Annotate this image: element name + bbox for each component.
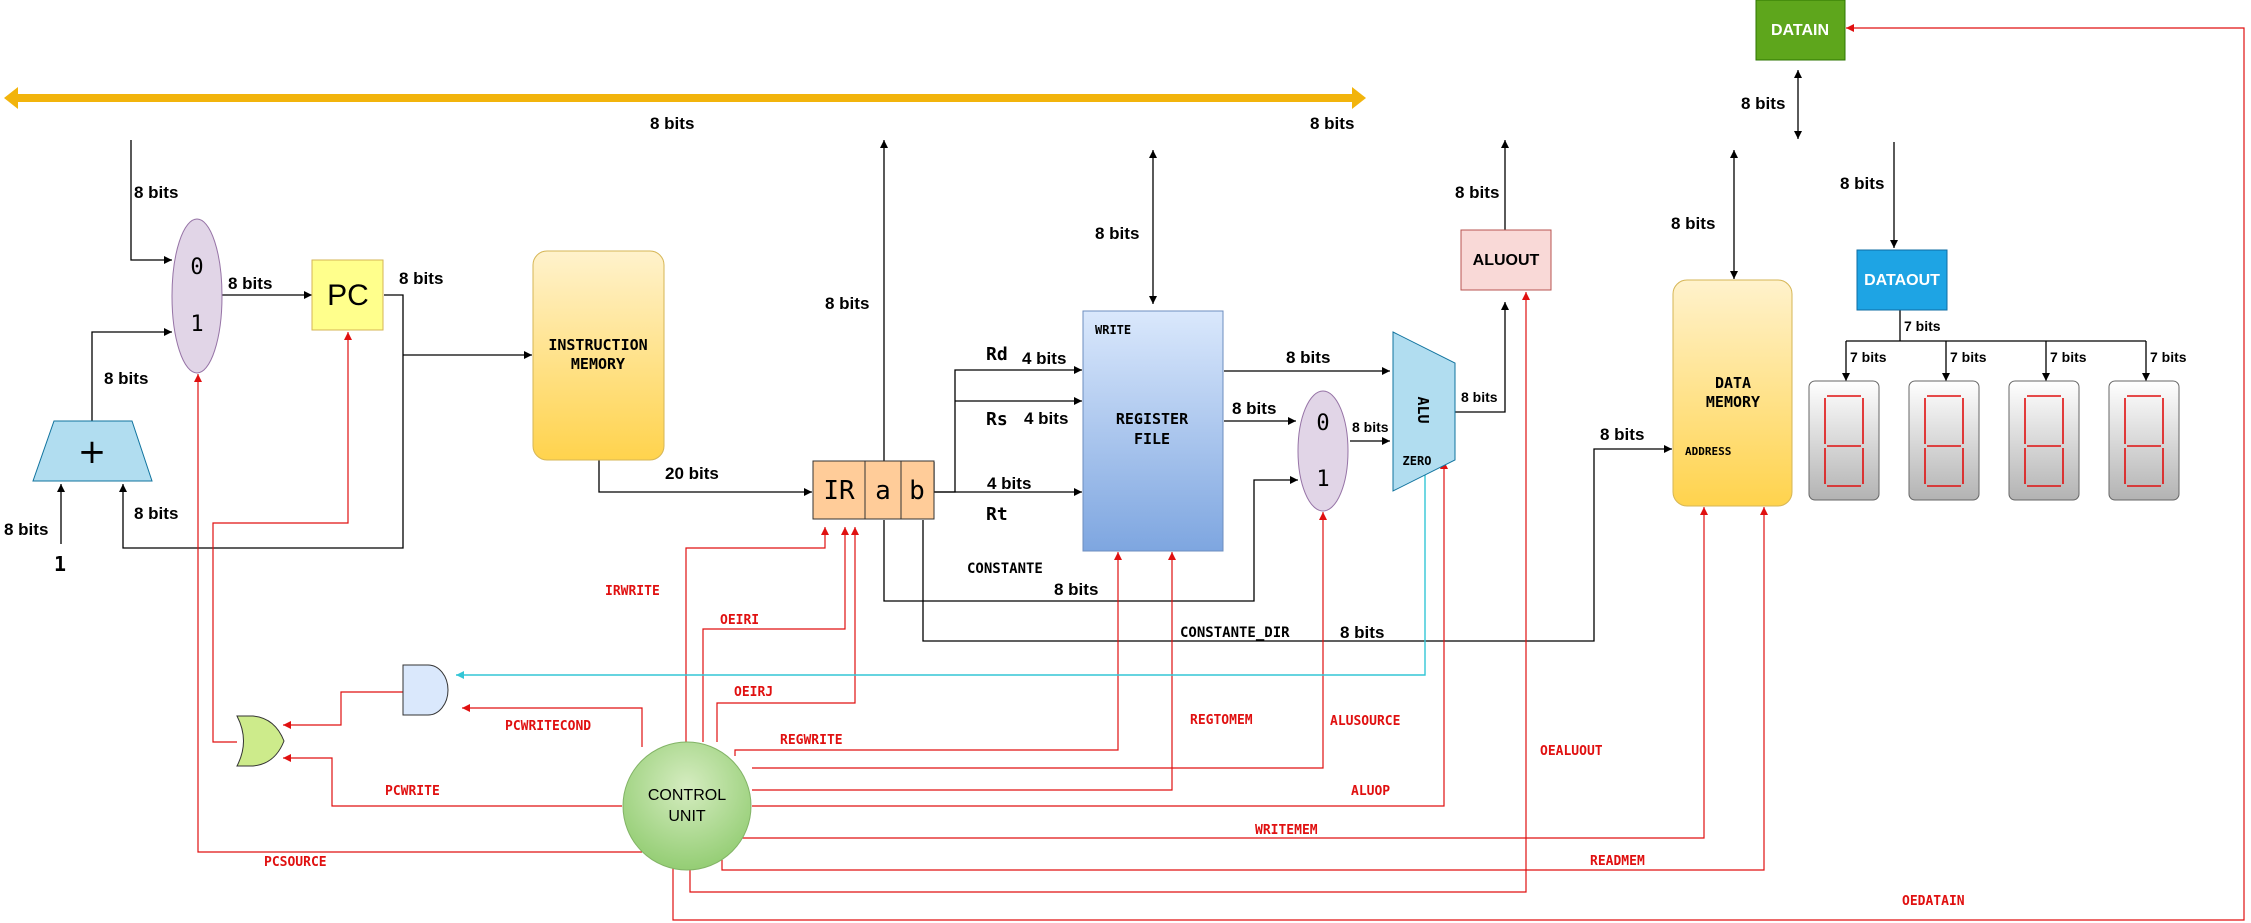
pc-register [311,259,384,331]
instruction-memory-line1: INSTRUCTION [548,336,647,354]
width-ir-to-bus: 8 bits [825,294,869,313]
width-display-2: 7 bits [1950,349,1987,365]
alu-mux-input-1: 1 [1316,467,1329,492]
signal-readmem: READMEM [1590,854,1645,869]
aluout-block [1460,229,1552,291]
register-file-line2: FILE [1134,430,1170,448]
width-pc-out: 8 bits [399,269,443,288]
instruction-memory-line2: MEMORY [571,355,625,373]
field-constante: CONSTANTE [967,561,1043,577]
width-aluout-to-bus: 8 bits [1455,183,1499,202]
adder-symbol: + [78,432,107,472]
register-file-line1: REGISTER [1116,410,1189,428]
width-display-4: 7 bits [2150,349,2187,365]
width-constante: 8 bits [1054,580,1098,599]
bus-label-right: 8 bits [1310,114,1354,133]
pc-mux-input-1: 1 [190,312,203,337]
pc-mux [171,218,223,374]
width-rd: 4 bits [1022,349,1066,368]
width-regfile-bus: 8 bits [1095,224,1139,243]
ir-field-a: a [875,476,891,506]
width-one-to-adder: 8 bits [4,520,48,539]
alu [1392,331,1456,492]
width-mux-to-alu: 8 bits [1352,419,1389,435]
seven-segment-display-2 [1908,380,1980,501]
width-rs: 4 bits [1024,409,1068,428]
width-regfile-to-mux: 8 bits [1232,399,1276,418]
control-unit-line1: CONTROL [648,787,726,804]
width-display-3: 7 bits [2050,349,2087,365]
width-bus-to-mux: 8 bits [134,183,178,202]
field-rt: Rt [986,504,1008,525]
data-wires [57,70,2150,642]
ir-field-b: b [909,476,925,506]
seven-segment-display-4 [2108,380,2180,501]
signal-pcsource: PCSOURCE [264,855,327,870]
signal-pcwrite: PCWRITE [385,784,440,799]
data-memory [1672,279,1793,507]
control-unit-line2: UNIT [668,808,706,825]
signal-oedatain: OEDATAIN [1902,894,1965,909]
signal-alusource: ALUSOURCE [1330,714,1400,729]
dataout-block [1856,249,1948,311]
control-unit [622,741,752,871]
width-adder-to-mux: 8 bits [104,369,148,388]
width-alu-to-aluout: 8 bits [1461,389,1498,405]
width-constante-dir: 8 bits [1340,623,1384,642]
signal-aluop: ALUOP [1351,784,1390,799]
alu-mux [1297,390,1349,512]
dataout-label: DATAOUT [1864,272,1940,289]
width-display-1: 7 bits [1850,349,1887,365]
ir-field-ir: IR [823,476,855,506]
signal-writemem: WRITEMEM [1255,823,1318,838]
instruction-memory [532,250,665,461]
signal-regwrite: REGWRITE [780,733,843,748]
field-constante-dir: CONSTANTE_DIR [1180,625,1290,641]
aluout-label: ALUOUT [1473,252,1540,269]
width-dataout-to-display: 7 bits [1904,318,1941,334]
bus-label-left: 8 bits [650,114,694,133]
signal-oeiri: OEIRI [720,613,759,628]
pc-adder [32,420,153,482]
and-gate [402,664,449,716]
signal-regtomem: REGTOMEM [1190,713,1253,728]
signal-pcwritecond: PCWRITECOND [505,719,591,734]
register-file-write-port: WRITE [1095,323,1131,337]
pc-label: PC [327,279,369,312]
control-wires [194,24,2245,921]
datain-label: DATAIN [1771,22,1829,39]
width-pc-to-adder: 8 bits [134,504,178,523]
width-address-in: 8 bits [1600,425,1644,444]
width-dataout-bus: 8 bits [1840,174,1884,193]
width-datain-bus: 8 bits [1741,94,1785,113]
data-memory-line2: MEMORY [1706,393,1760,411]
data-bus [4,87,1366,109]
data-memory-line1: DATA [1715,374,1751,392]
datain-block [1755,0,1846,61]
pc-mux-input-0: 0 [190,255,203,280]
alu-zero-flag: ZERO [1403,454,1432,468]
signal-oeirj: OEIRJ [734,685,773,700]
signal-irwrite: IRWRITE [605,584,660,599]
or-gate [236,715,285,767]
width-regfile-to-alu: 8 bits [1286,348,1330,367]
alu-mux-input-0: 0 [1316,411,1329,436]
seven-segment-display-1 [1808,380,1880,501]
field-rs: Rs [986,409,1008,430]
width-datamem-bus: 8 bits [1671,214,1715,233]
width-mux-to-pc: 8 bits [228,274,272,293]
alu-label: ALU [1414,396,1432,423]
width-rt: 4 bits [987,474,1031,493]
seven-segment-display-3 [2008,380,2080,501]
width-im-to-ir: 20 bits [665,464,719,483]
instruction-register [812,460,935,520]
signal-oealuout: OEALUOUT [1540,744,1603,759]
constant-one: 1 [54,552,66,576]
field-rd: Rd [986,344,1008,365]
register-file [1082,310,1224,552]
data-memory-address-port: ADDRESS [1685,445,1731,458]
